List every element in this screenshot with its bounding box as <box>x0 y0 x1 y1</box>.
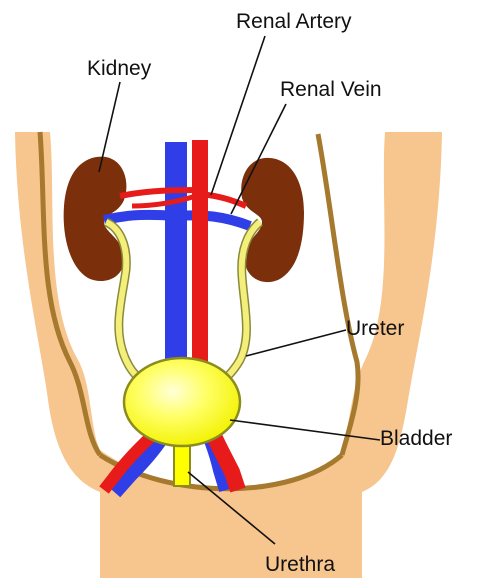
label-renal-artery: Renal Artery <box>236 11 352 32</box>
right-renal-vein <box>176 215 250 226</box>
right-kidney <box>241 158 304 282</box>
label-ureter: Ureter <box>346 318 404 339</box>
label-urethra: Urethra <box>265 554 335 575</box>
left-renal-artery <box>120 190 200 196</box>
label-kidney: Kidney <box>87 58 151 79</box>
bladder <box>124 358 240 446</box>
left-renal-vein <box>104 215 176 220</box>
label-renal-vein: Renal Vein <box>280 79 382 100</box>
ureter-leader-line <box>246 330 346 356</box>
label-bladder: Bladder <box>380 428 452 449</box>
